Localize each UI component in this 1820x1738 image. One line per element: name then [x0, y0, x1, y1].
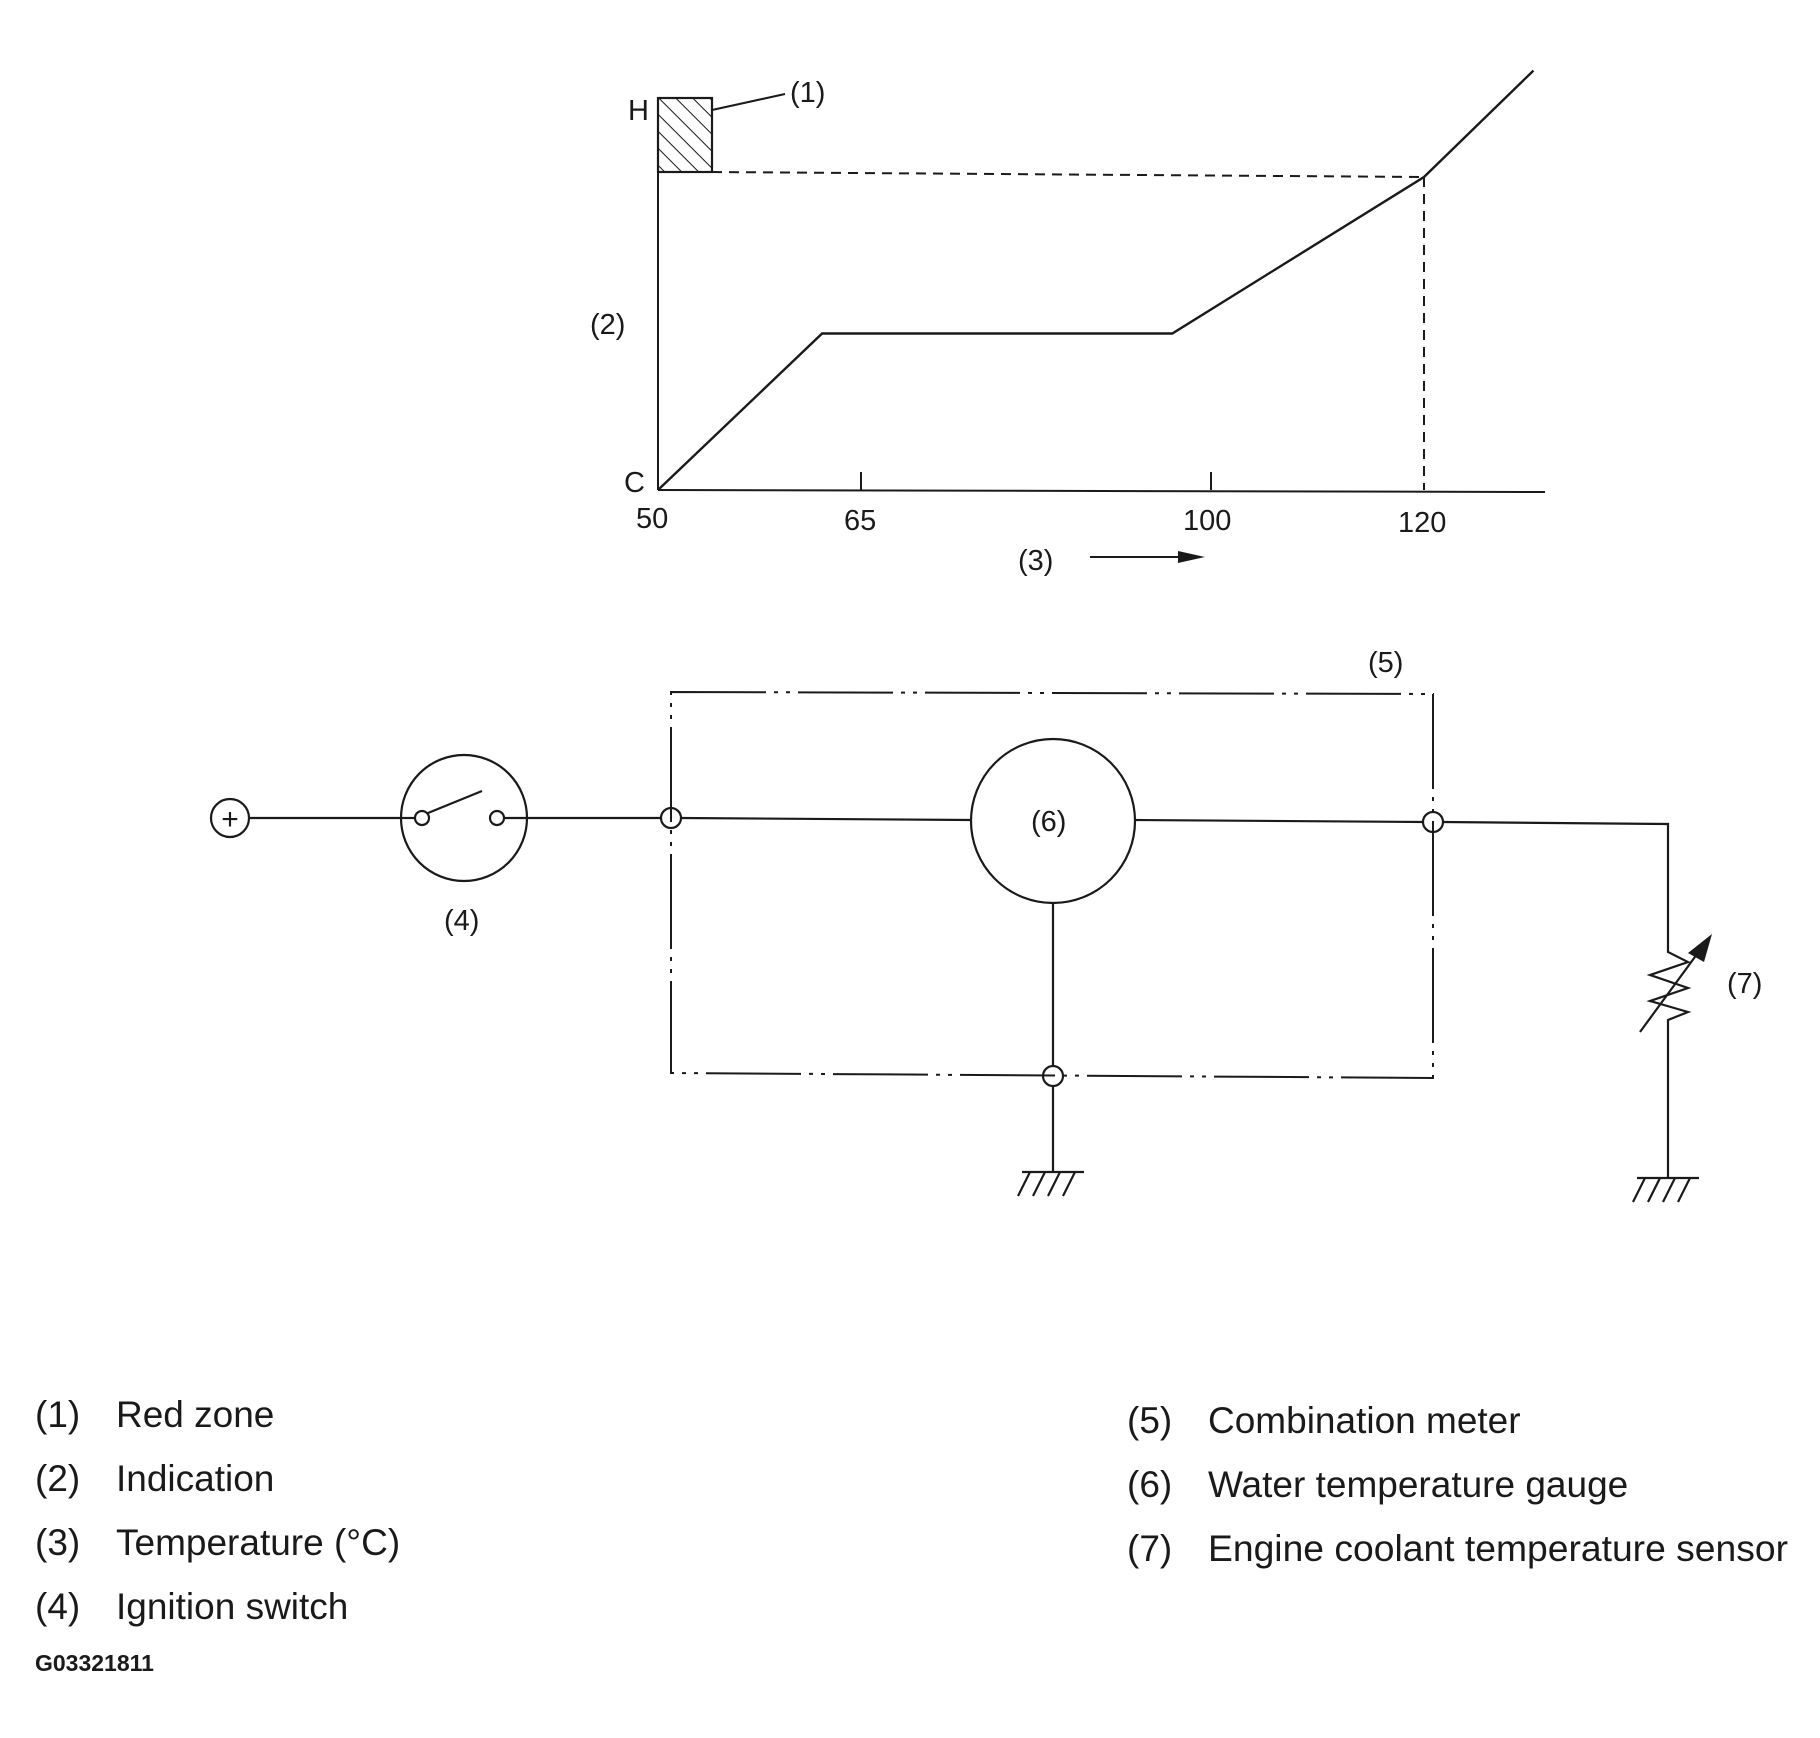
legend-text: Engine coolant temperature sensor: [1208, 1528, 1788, 1569]
legend-item: (3) Temperature (°C): [35, 1522, 400, 1563]
red-zone-threshold-dashed-line: [711, 171, 1425, 178]
gauge-circuit: + (4) (5) (6): [209, 647, 1762, 1203]
legend-item: (4) Ignition switch: [35, 1586, 348, 1627]
red-zone-callout: (1): [790, 77, 825, 109]
x-tick-label: 50: [636, 503, 668, 535]
legend-text: Ignition switch: [116, 1586, 348, 1627]
x-tick-label: 65: [844, 505, 876, 537]
legend-item: (6) Water temperature gauge: [1127, 1464, 1628, 1505]
sensor-resistor: [1646, 940, 1692, 1034]
y-axis-callout: (2): [590, 309, 625, 341]
engine-coolant-temperature-sensor: [1639, 934, 1712, 1034]
combination-meter-outline: [670, 690, 1434, 1080]
legend-number: (7): [1127, 1528, 1172, 1569]
x-tick-label: 100: [1183, 505, 1231, 537]
wire-gauge-to-output: [1135, 818, 1424, 824]
engine-coolant-temperature-sensor-callout: (7): [1727, 968, 1762, 1000]
y-axis-cold-label: C: [624, 467, 645, 499]
legend-text: Temperature (°C): [116, 1522, 400, 1563]
red-zone-leader-line: [711, 93, 786, 111]
wire-input-to-gauge: [680, 816, 972, 822]
switch-contact-left: [413, 809, 431, 827]
arrowhead: [1688, 934, 1712, 962]
red-zone-box: [656, 96, 714, 174]
x-tick-label: 120: [1398, 507, 1446, 539]
legend-item: (7) Engine coolant temperature sensor: [1127, 1528, 1788, 1569]
legend-item: (5) Combination meter: [1127, 1400, 1521, 1441]
legend-number: (4): [35, 1586, 80, 1627]
series-line: [657, 69, 1535, 491]
legend-number: (6): [1127, 1464, 1172, 1505]
indication-temperature-chart: (1) H C (2) 50 65 100 120 (3): [590, 69, 1546, 577]
legend: (1) Red zone (2) Indication (3) Temperat…: [35, 1394, 1788, 1627]
switch-lever: [427, 789, 483, 815]
legend-number: (2): [35, 1458, 80, 1499]
arrowhead: [1178, 551, 1205, 563]
legend-number: (1): [35, 1394, 80, 1435]
x-axis: [657, 489, 1546, 493]
legend-item: (1) Red zone: [35, 1394, 274, 1435]
legend-text: Combination meter: [1208, 1400, 1521, 1441]
x-axis-callout: (3): [1018, 545, 1053, 577]
ground-icon: [1632, 1176, 1699, 1203]
legend-text: Red zone: [116, 1394, 274, 1435]
figure-code: G03321811: [35, 1650, 154, 1676]
wire-meter-to-sensor: [1442, 820, 1670, 940]
battery-positive-symbol: +: [221, 803, 239, 836]
chart-series: [657, 69, 1535, 491]
legend-text: Water temperature gauge: [1208, 1464, 1628, 1505]
water-temperature-gauge-callout: (6): [1031, 806, 1066, 838]
switch-contact-right: [488, 809, 506, 827]
sensor-variable-arrow: [1639, 949, 1701, 1033]
ignition-switch-callout: (4): [444, 905, 479, 937]
legend-number: (3): [35, 1522, 80, 1563]
legend-number: (5): [1127, 1400, 1172, 1441]
legend-item: (2) Indication: [35, 1458, 274, 1499]
combination-meter-callout: (5): [1368, 647, 1403, 679]
legend-text: Indication: [116, 1458, 274, 1499]
ground-icon: [1017, 1170, 1084, 1197]
y-axis-hot-label: H: [628, 95, 649, 127]
